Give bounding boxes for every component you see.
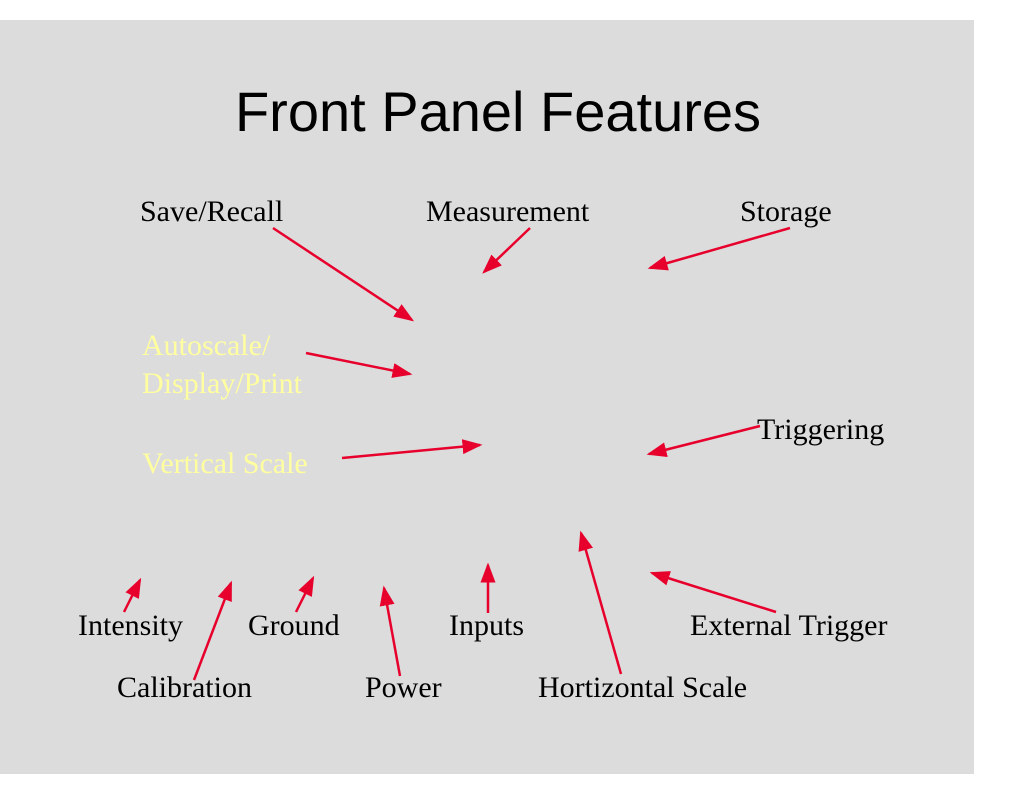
arrow-save-recall xyxy=(272,226,415,322)
label-inputs: Inputs xyxy=(449,609,524,642)
arrow-power xyxy=(379,585,402,677)
label-intensity: Intensity xyxy=(78,609,183,642)
arrow-calibration xyxy=(192,580,233,681)
label-save-recall: Save/Recall xyxy=(140,195,284,228)
arrow-intensity xyxy=(122,577,142,613)
label-external-trigger: External Trigger xyxy=(690,609,888,642)
label-measurement: Measurement xyxy=(426,195,590,228)
label-power: Power xyxy=(365,671,442,704)
label-horizontal-scale: Hortizontal Scale xyxy=(538,671,748,704)
label-calibration: Calibration xyxy=(117,671,252,704)
arrow-external-trigger xyxy=(649,571,777,614)
arrow-ground xyxy=(294,575,315,613)
label-autoscale: Autoscale/ xyxy=(142,329,271,362)
arrow-storage xyxy=(647,226,791,271)
label-triggering: Triggering xyxy=(757,413,885,446)
label-ground: Ground xyxy=(248,609,340,642)
arrow-triggering xyxy=(646,424,761,457)
label-display-print: Display/Print xyxy=(142,367,303,400)
slide-title: Front Panel Features xyxy=(234,80,762,143)
label-vertical-scale: Vertical Scale xyxy=(142,447,308,480)
arrow-vertical-scale xyxy=(341,439,483,460)
arrow-autoscale xyxy=(305,351,413,378)
label-storage: Storage xyxy=(740,195,832,228)
arrow-measurement xyxy=(482,227,531,274)
arrow-horizontal-scale xyxy=(578,530,623,675)
slide-background xyxy=(0,20,974,774)
